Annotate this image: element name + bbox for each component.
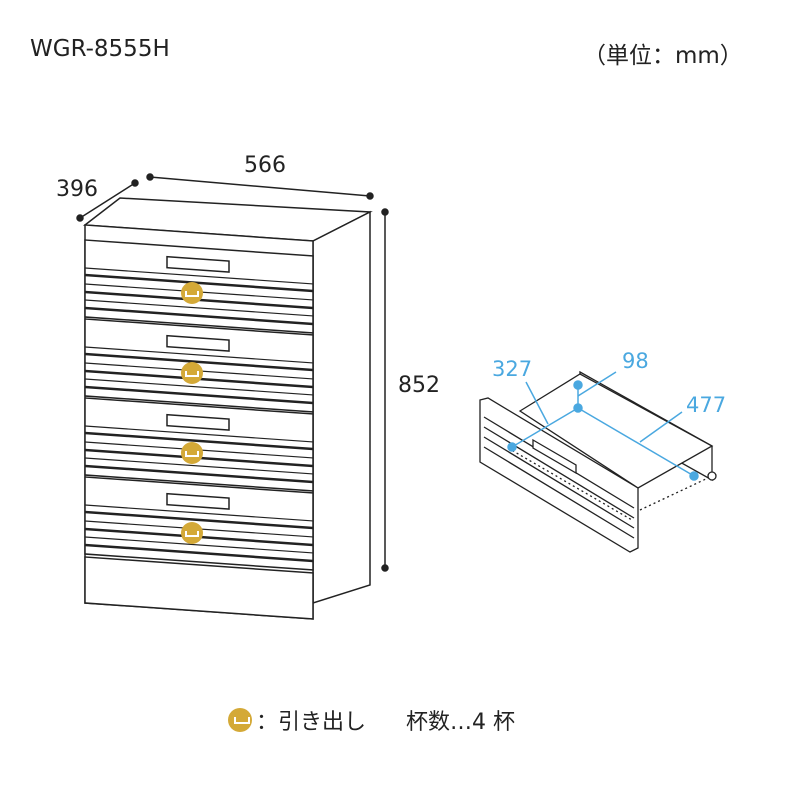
drawer-panel xyxy=(84,476,314,571)
drawer-front[interactable] xyxy=(84,397,314,492)
drawer-medallion-icon xyxy=(181,362,203,384)
drawer-groove xyxy=(85,510,313,530)
legend-label: ：引き出し xyxy=(256,710,367,735)
drawer-groove xyxy=(85,504,313,522)
drawer-groove xyxy=(85,346,313,364)
drawer-count: 杯数…4 杯 xyxy=(406,710,516,735)
drawer-groove xyxy=(85,457,313,475)
drawer-groove xyxy=(85,425,313,443)
drawer-groove xyxy=(85,306,313,326)
drawer-groove xyxy=(85,273,313,293)
drawer-groove xyxy=(85,385,313,405)
drawer-medallion-icon xyxy=(181,522,203,544)
drawer-medallion-icon xyxy=(181,442,203,464)
drawer-handle[interactable] xyxy=(166,255,230,273)
drawer-groove xyxy=(85,536,313,554)
drawer-groove xyxy=(85,464,313,484)
drawer-medallion-icon xyxy=(228,708,252,732)
legend: ：引き出し 杯数…4 杯 xyxy=(228,704,515,736)
width-dimension: 566 xyxy=(244,153,286,178)
unit-label: （単位：mm） xyxy=(583,43,743,69)
drawer-handle[interactable] xyxy=(166,413,230,431)
drawer-handle[interactable] xyxy=(166,334,230,352)
height-dimension: 852 xyxy=(398,373,440,398)
drawer-groove xyxy=(85,267,313,285)
drawer-depth-dimension: 477 xyxy=(686,393,726,417)
model-name: WGR-8555H xyxy=(30,36,170,62)
drawer-front[interactable] xyxy=(84,476,314,571)
drawer-groove xyxy=(85,352,313,372)
drawer-groove xyxy=(85,543,313,563)
depth-dimension: 396 xyxy=(56,177,98,202)
drawer-groove xyxy=(85,431,313,451)
cabinet xyxy=(82,197,373,620)
drawer-medallion-icon xyxy=(181,282,203,304)
dimension-lines xyxy=(76,173,389,572)
drawer-groove xyxy=(85,299,313,317)
drawer-panel xyxy=(84,397,314,492)
drawer-width-dimension: 327 xyxy=(492,357,532,381)
drawer-handle[interactable] xyxy=(166,492,230,510)
drawer-inner-dimensions xyxy=(507,371,699,481)
drawer-groove xyxy=(85,378,313,396)
drawer-diagram xyxy=(479,370,717,553)
drawer-height-dimension: 98 xyxy=(622,349,649,373)
